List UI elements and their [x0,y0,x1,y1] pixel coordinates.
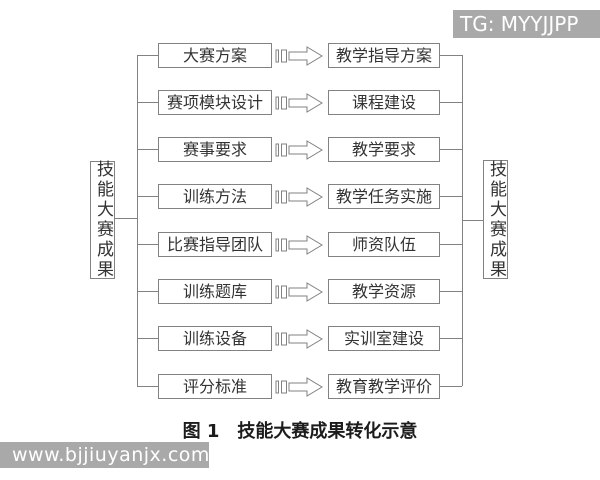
striped-arrow-icon [275,376,323,397]
source-stub-line [137,101,158,103]
source-stub-line [137,54,158,56]
target-stub-line [440,338,462,340]
diagram-row: 大赛方案 教学指导方案 [0,42,600,68]
source-box: 赛事要求 [158,137,272,163]
target-stub-line [440,196,462,198]
source-stub-line [137,338,158,340]
left-group-connector-line [115,218,137,219]
striped-arrow-icon [275,45,323,66]
striped-arrow-icon [275,92,323,113]
target-stub-line [440,54,462,56]
source-box: 比赛指导团队 [158,231,272,257]
diagram-row: 训练方法 教学任务实施 [0,184,600,210]
target-box: 课程建设 [328,89,440,115]
diagram-row: 赛事要求 教学要求 [0,137,600,163]
source-box: 大赛方案 [158,42,272,68]
figure-caption-title: 技能大赛成果转化示意 [237,421,418,442]
diagram-row: 比赛指导团队 师资队伍 [0,231,600,257]
target-stub-line [440,149,462,151]
target-box: 教学任务实施 [328,184,440,210]
target-box: 教育教学评价 [328,373,440,399]
striped-arrow-icon [275,187,323,208]
striped-arrow-icon [275,234,323,255]
figure-caption: 图 1 技能大赛成果转化示意 [0,417,600,443]
watermark-bottom-left: www.bjjiuyanjx.com [0,442,209,468]
target-stub-line [440,101,462,103]
source-stub-line [137,149,158,151]
diagram-row: 训练设备 实训室建设 [0,326,600,352]
left-trunk-line [137,55,138,386]
source-box: 训练题库 [158,279,272,304]
right-group-box: 技能大赛成果 [483,160,508,280]
target-box: 教学要求 [328,137,440,163]
diagram-row: 评分标准 教育教学评价 [0,373,600,399]
target-stub-line [440,291,462,292]
target-box: 教学资源 [328,279,440,304]
target-box: 实训室建设 [328,326,440,352]
left-group-box: 技能大赛成果 [90,160,115,280]
right-trunk-line [462,55,463,386]
figure-caption-number: 图 1 [182,421,220,442]
right-group-connector-line [462,220,483,221]
source-box: 训练方法 [158,184,272,210]
source-stub-line [137,196,158,198]
target-stub-line [440,243,462,245]
striped-arrow-icon [275,329,323,350]
source-stub-line [137,243,158,245]
source-box: 训练设备 [158,326,272,352]
source-stub-line [137,291,158,292]
striped-arrow-icon [275,282,323,302]
source-stub-line [137,385,158,387]
target-box: 师资队伍 [328,231,440,257]
diagram-row: 赛项模块设计 课程建设 [0,89,600,115]
watermark-top-right: TG: MYYJJPP [453,10,600,38]
target-box: 教学指导方案 [328,42,440,68]
striped-arrow-icon [275,140,323,160]
diagram-row: 训练题库 教学资源 [0,279,600,304]
source-box: 赛项模块设计 [158,89,272,115]
target-stub-line [440,385,462,387]
source-box: 评分标准 [158,373,272,399]
